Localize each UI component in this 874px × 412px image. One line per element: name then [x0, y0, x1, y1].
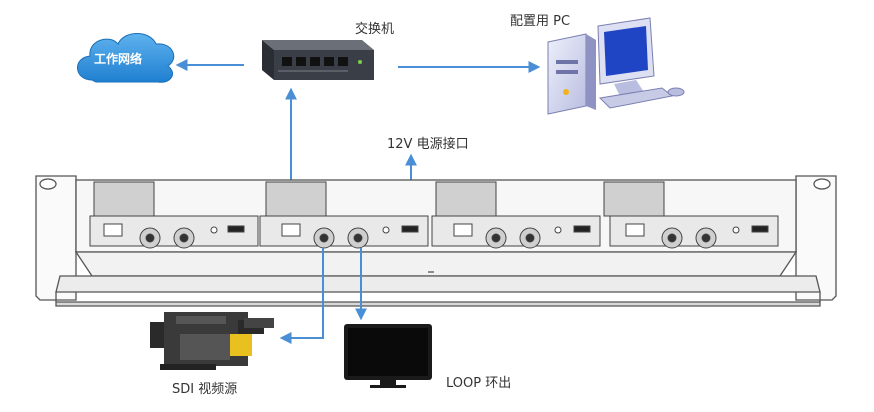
rack-module-4: [603, 181, 779, 249]
loop-label: LOOP 环出: [446, 376, 512, 391]
power-label: 12V 电源接口: [387, 137, 469, 152]
monitor-icon: [344, 324, 432, 388]
switch-label: 交换机: [355, 22, 395, 37]
cloud-label: 工作网络: [94, 52, 143, 66]
switch-icon: [262, 40, 374, 80]
rack-module-1: [89, 181, 259, 249]
pc-icon: [547, 17, 685, 115]
rack-module-2: [259, 181, 429, 249]
rack-module-3: [431, 181, 601, 249]
sdi-source-label: SDI 视频源: [172, 382, 238, 397]
pc-label: 配置用 PC: [510, 14, 571, 29]
camera-icon: [150, 312, 274, 370]
arrow-device-to-camera: [279, 248, 324, 344]
cloud-icon: [77, 33, 175, 83]
